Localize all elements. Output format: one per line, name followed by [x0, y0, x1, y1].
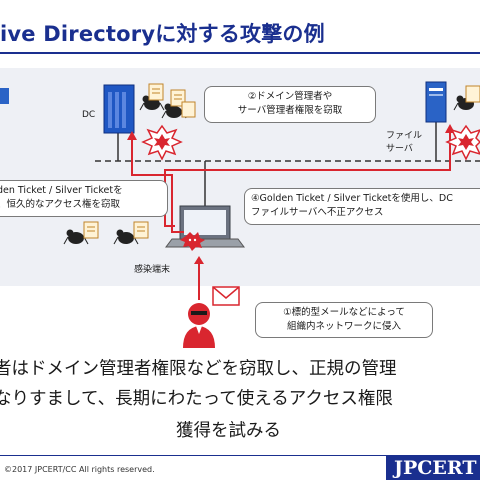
infected-terminal-label: 感染端末 — [134, 265, 171, 275]
document-icon — [133, 221, 149, 239]
summary-line3: 獲得を試みる — [176, 421, 281, 441]
file-server-label-line1: ファイル — [386, 131, 423, 141]
callout-step1: ①標的型メールなどによって 組織内ネットワークに侵入 — [255, 302, 433, 338]
virus-badge-icon — [180, 232, 205, 251]
document-icon — [148, 83, 164, 101]
title-rule — [0, 52, 480, 54]
file-server-label-line2: サーバ — [386, 144, 413, 154]
partial-server-icon — [0, 88, 9, 104]
attacker-icon — [183, 303, 215, 348]
document-icon — [181, 101, 196, 118]
burst-icon-dc — [141, 124, 183, 161]
document-icon — [83, 221, 99, 239]
arrow-head-dc — [127, 131, 137, 140]
document-icon — [465, 85, 480, 103]
callout-step3: den Ticket / Silver Ticketを 、恒久的なアクセス権を窃… — [0, 180, 168, 217]
callout-step3-line2: 、恒久的なアクセス権を窃取 — [0, 199, 121, 210]
summary-line2: なりすまして、長期にわたって使えるアクセス権限 — [0, 389, 393, 409]
callout-step1-line1: ①標的型メールなどによって — [283, 307, 405, 318]
callout-step4-line2: ファイルサーバへ不正アクセス — [251, 207, 384, 218]
callout-step2: ②ドメイン管理者や サーバ管理者権限を窃取 — [204, 86, 376, 123]
callout-step3-line1: den Ticket / Silver Ticketを — [0, 185, 123, 196]
callout-step4: ④Golden Ticket / Silver Ticketを使用し、DC ファ… — [244, 188, 480, 225]
footer-rule — [0, 455, 480, 456]
attack-arrows — [131, 128, 451, 300]
summary-line1: 者はドメイン管理者権限などを窃取し、正規の管理 — [0, 359, 397, 379]
jpcert-logo: JPCERT — [386, 455, 480, 480]
callout-step4-line1: ④Golden Ticket / Silver Ticketを使用し、DC — [251, 193, 453, 204]
slide-title: ive Directoryに対する攻撃の例 — [0, 22, 325, 46]
laptop-icon — [165, 205, 245, 248]
mail-icon — [212, 286, 240, 306]
arrow-head-terminal — [194, 256, 204, 264]
dc-label: DC — [82, 110, 96, 120]
copyright-text: ©2017 JPCERT/CC All rights reserved. — [4, 465, 155, 474]
bug-icon — [113, 229, 139, 245]
callout-step2-line2: サーバ管理者権限を窃取 — [237, 105, 343, 116]
burst-icon-fileserver — [445, 124, 480, 161]
dc-server-icon — [103, 84, 135, 134]
callout-step1-line2: 組織内ネットワークに侵入 — [286, 321, 401, 332]
callout-step2-line1: ②ドメイン管理者や — [247, 91, 333, 102]
file-server-icon — [425, 81, 447, 123]
bug-icon — [139, 95, 165, 111]
